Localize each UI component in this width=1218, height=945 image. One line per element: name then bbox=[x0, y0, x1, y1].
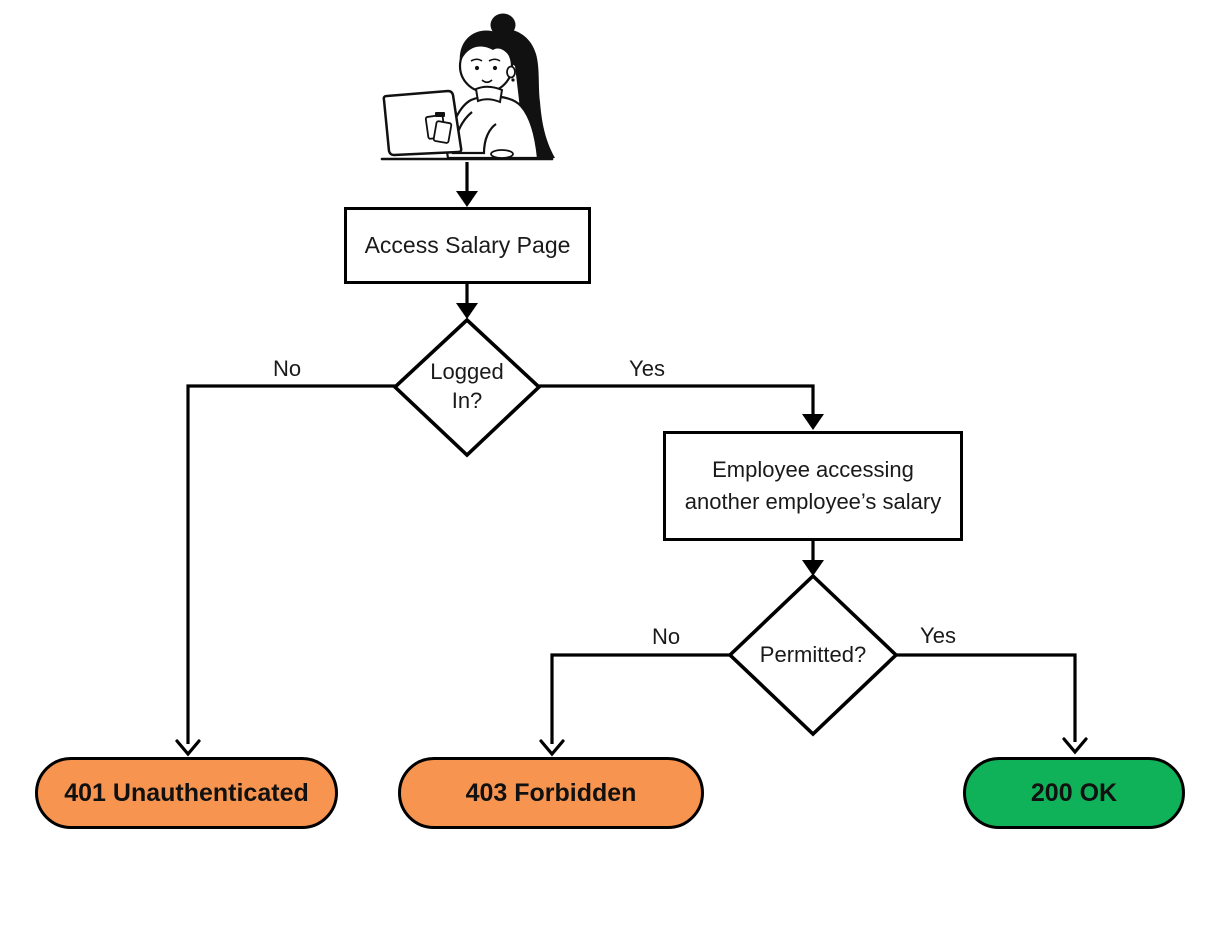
node-200-label: 200 OK bbox=[1030, 778, 1118, 807]
arrowhead-200 bbox=[1062, 737, 1088, 755]
node-permitted-decision: Permitted? bbox=[743, 625, 883, 685]
node-employee-accessing-salary: Employee accessing another employee’s sa… bbox=[663, 431, 963, 541]
node-employee-accessing-salary-label: Employee accessing another employee’s sa… bbox=[684, 457, 942, 514]
decision-diamond-permitted bbox=[727, 573, 899, 737]
woman-at-laptop-drawing bbox=[380, 13, 555, 161]
node-logged-in-decision: Logged In? bbox=[412, 352, 522, 422]
edge-label-permitted-no: No bbox=[651, 624, 681, 649]
edge-yes1 bbox=[539, 384, 815, 415]
node-permitted-label: Permitted? bbox=[759, 641, 867, 667]
decision-diamond-logged-in bbox=[392, 317, 542, 458]
node-401-label: 401 Unauthenticated bbox=[64, 778, 309, 807]
edge-yes2 bbox=[896, 653, 1077, 742]
arrowhead-employee-box bbox=[802, 414, 824, 430]
edge-label-logged-in-yes: Yes bbox=[629, 356, 665, 381]
edge-no1 bbox=[186, 384, 395, 744]
node-access-salary-page: Access Salary Page bbox=[344, 207, 591, 284]
arrowhead-401 bbox=[175, 739, 201, 757]
arrowhead-decision1 bbox=[456, 303, 478, 319]
arrowhead-decision2 bbox=[802, 560, 824, 576]
edge-label-logged-in-no: No bbox=[272, 356, 302, 381]
arrowhead-start-box bbox=[456, 191, 478, 207]
edge-label-permitted-yes: Yes bbox=[920, 623, 956, 648]
arrowhead-403 bbox=[539, 739, 565, 757]
node-403-label: 403 Forbidden bbox=[465, 778, 637, 807]
edge-no2 bbox=[550, 653, 730, 744]
person-at-laptop-illustration bbox=[368, 2, 568, 166]
node-200-ok: 200 OK bbox=[963, 757, 1185, 829]
node-logged-in-label: Logged In? bbox=[430, 359, 504, 413]
node-401-unauthenticated: 401 Unauthenticated bbox=[35, 757, 338, 829]
node-access-salary-page-label: Access Salary Page bbox=[364, 231, 571, 258]
node-403-forbidden: 403 Forbidden bbox=[398, 757, 704, 829]
